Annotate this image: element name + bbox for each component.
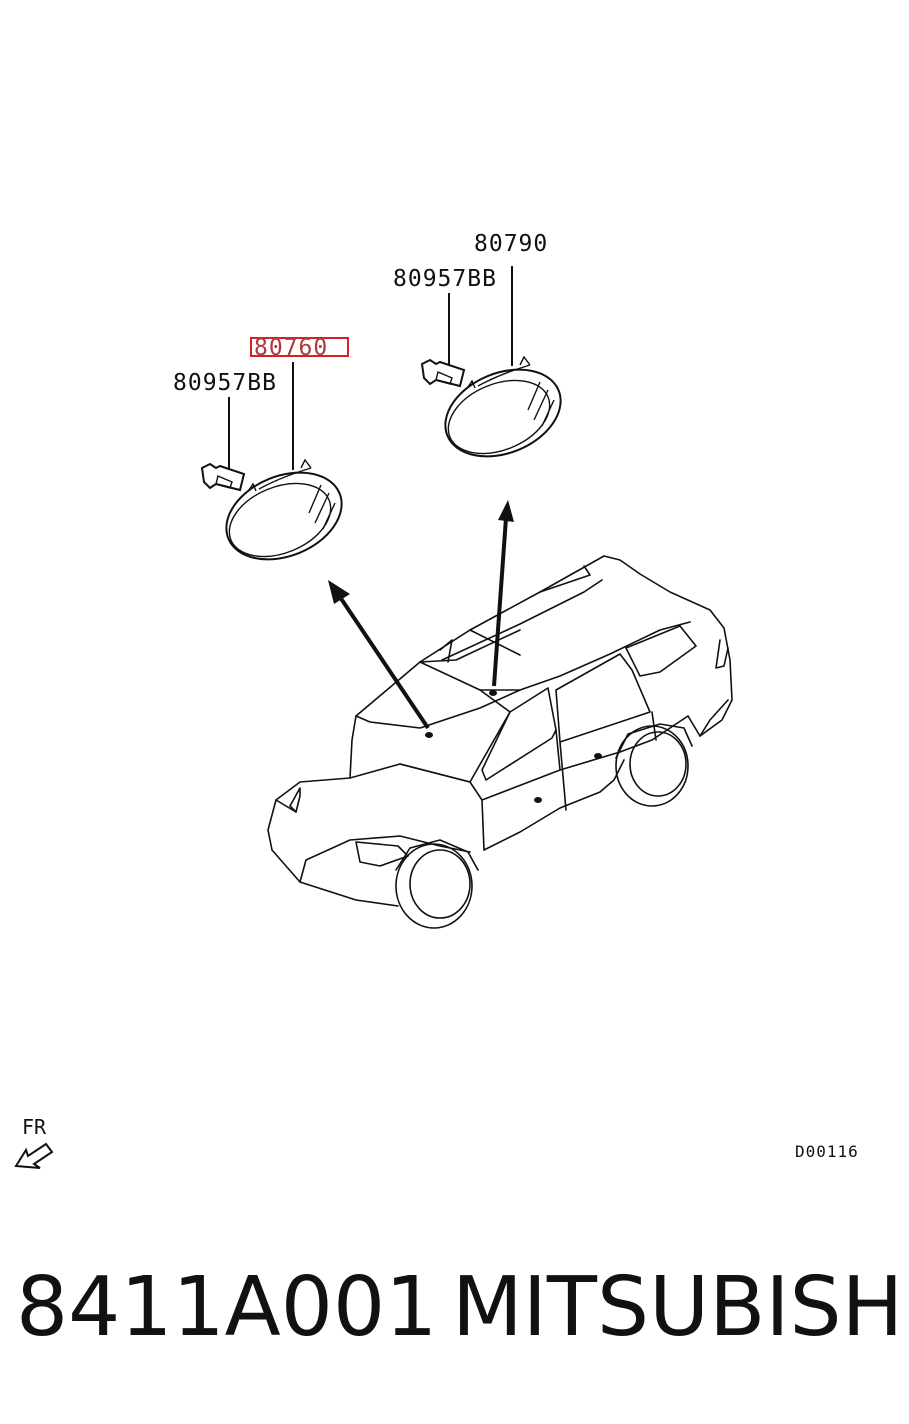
location-arrows <box>328 500 514 738</box>
wedge-bulb-right <box>420 358 466 388</box>
product-caption: 8411A001 MITSUBISHI <box>0 1260 909 1370</box>
drawing-code: D00116 <box>795 1142 859 1161</box>
map-lamp-lens-left <box>225 458 343 561</box>
arrow-left-lamp <box>338 595 430 730</box>
brand-name: MITSUBISHI <box>452 1260 909 1355</box>
vehicle-outline <box>267 555 733 929</box>
part-number: 8411A001 <box>16 1260 438 1355</box>
front-direction-indicator: FR <box>14 1115 54 1169</box>
arrow-right-lamp <box>492 517 508 687</box>
lamp-left-assembly: 80760 80957BB <box>173 335 349 561</box>
map-lamp-lens-right <box>444 355 562 458</box>
highlight-box <box>250 337 349 357</box>
fr-label: FR <box>22 1115 47 1139</box>
callout-80790: 80790 <box>474 231 548 257</box>
front-arrow-icon <box>14 1142 54 1169</box>
lamp-right-assembly: 80790 80957BB <box>393 231 562 458</box>
callout-80957bb-right: 80957BB <box>393 266 497 292</box>
callout-80957bb-left: 80957BB <box>173 370 277 396</box>
arrowhead <box>328 580 350 604</box>
wedge-bulb-left <box>200 462 246 492</box>
arrowhead <box>498 500 514 522</box>
callout-80760: 80760 <box>254 335 328 361</box>
